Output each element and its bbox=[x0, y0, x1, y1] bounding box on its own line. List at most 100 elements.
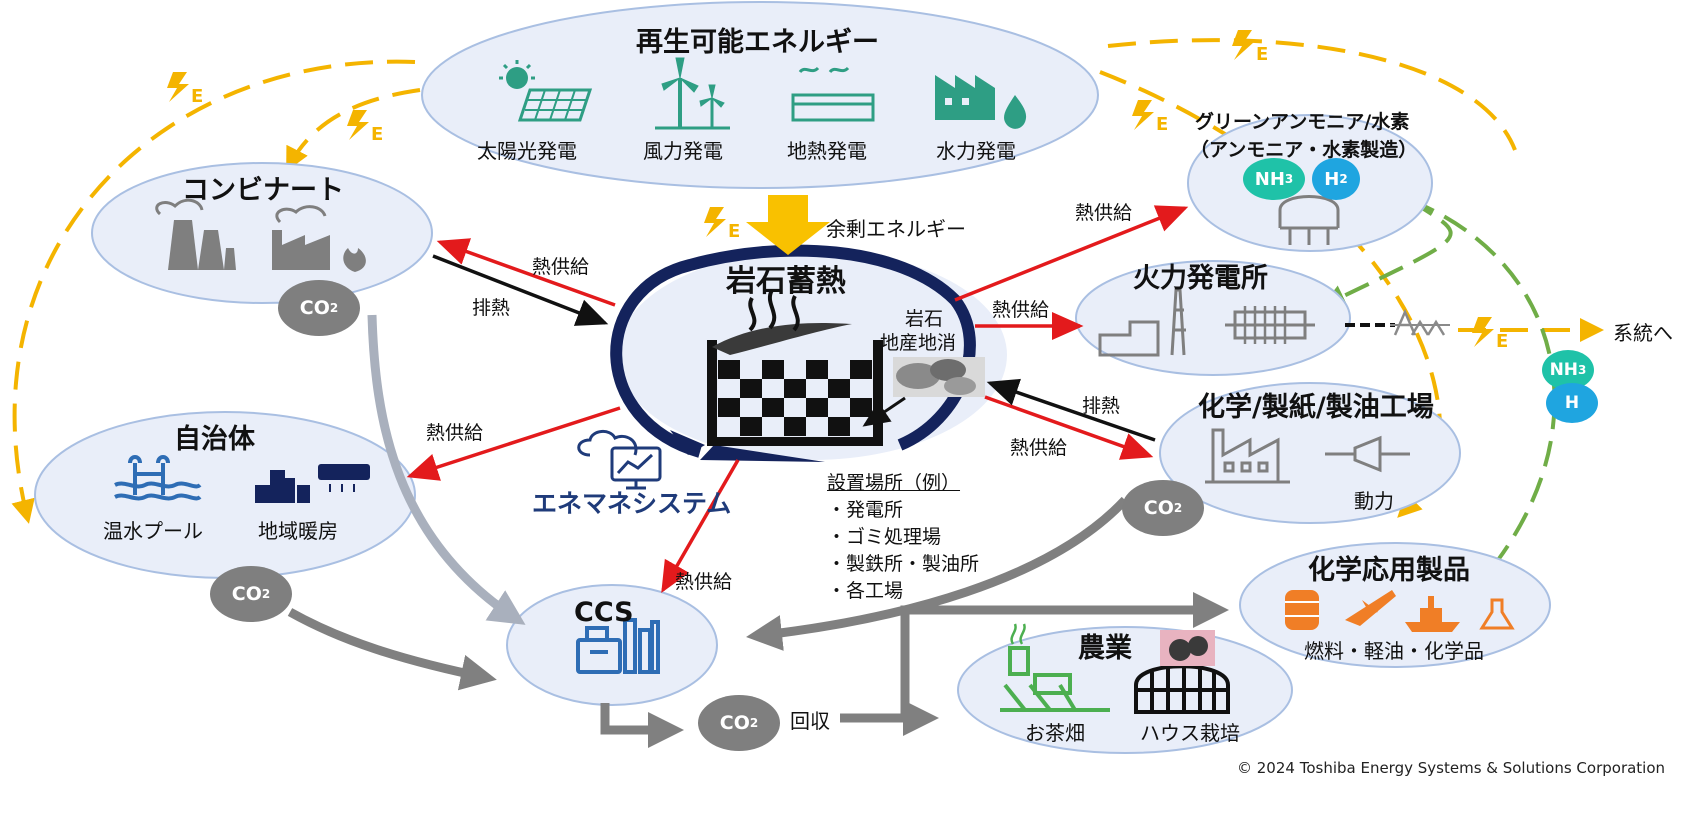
green-ellipse bbox=[1187, 114, 1433, 252]
svg-text:E: E bbox=[371, 124, 383, 145]
ems-icon bbox=[577, 430, 662, 490]
chemical-factory-icon bbox=[1205, 428, 1410, 484]
rock-cell bbox=[784, 379, 806, 398]
heat-supply-arrows bbox=[406, 205, 1189, 594]
pool-icon bbox=[114, 455, 202, 501]
renewable-ellipse bbox=[421, 1, 1099, 189]
thermal-title: 火力発電所 bbox=[1133, 263, 1268, 294]
energy-bolt-icon: E bbox=[700, 205, 744, 245]
sites-header: 設置場所（例） bbox=[827, 472, 961, 494]
chemical-ellipse bbox=[1159, 382, 1461, 524]
local-label: 地産地消 bbox=[880, 332, 957, 354]
copyright: © 2024 Toshiba Energy Systems & Solution… bbox=[1237, 759, 1666, 777]
wind-icon bbox=[655, 57, 730, 130]
rock-cell bbox=[740, 379, 762, 398]
energy-bolt-icon: E bbox=[1228, 28, 1272, 68]
solar-icon bbox=[499, 60, 593, 122]
energy-bolt-icon: E bbox=[1128, 98, 1172, 138]
applied-ellipse bbox=[1239, 542, 1551, 668]
recovery-label: 回収 bbox=[790, 709, 830, 733]
svg-text:E: E bbox=[191, 86, 203, 107]
heat-supply-label: 熱供給 bbox=[1075, 202, 1133, 224]
rock-cell bbox=[850, 360, 872, 379]
svg-text:E: E bbox=[728, 221, 740, 242]
co2-flows bbox=[287, 314, 1229, 748]
area-ellipses bbox=[34, 1, 1551, 754]
rock-cell bbox=[762, 360, 784, 379]
hydrogen-lines bbox=[1321, 198, 1557, 562]
heat-supply-label: 熱供給 bbox=[1010, 437, 1068, 459]
power-label: 動力 bbox=[1354, 489, 1394, 513]
ccs-title: CCS bbox=[574, 597, 634, 628]
gas-tank-icon bbox=[1278, 195, 1340, 245]
heat-supply-label: 熱供給 bbox=[992, 299, 1050, 321]
hydro-label: 水力発電 bbox=[936, 139, 1016, 163]
rock-cell bbox=[718, 360, 740, 379]
center-title: 岩石蓄熱 bbox=[726, 264, 846, 299]
rock-cell bbox=[806, 360, 828, 379]
surplus-arrow bbox=[746, 195, 830, 255]
exhaust-heat-label: 排熱 bbox=[472, 297, 511, 319]
pool-label: 温水プール bbox=[103, 519, 203, 543]
hydro-icon bbox=[935, 75, 1027, 129]
renewable-title: 再生可能エネルギー bbox=[636, 27, 879, 58]
rock-label: 岩石 bbox=[905, 308, 944, 330]
ccs-ellipse bbox=[506, 584, 718, 706]
surplus-label: 余剰エネルギー bbox=[826, 217, 966, 241]
rock-cell bbox=[784, 417, 806, 436]
applied-subtitle: 燃料・軽油・化学品 bbox=[1304, 639, 1484, 663]
district-heating-icon bbox=[255, 464, 370, 503]
factory-icon bbox=[155, 198, 366, 272]
geothermal-icon bbox=[791, 66, 875, 122]
center-storage bbox=[610, 244, 1007, 462]
energy-bolt-icon: E bbox=[343, 108, 387, 148]
svg-text:E: E bbox=[1156, 114, 1168, 135]
district-heating-label: 地域暖房 bbox=[258, 519, 338, 543]
side-h-badge: H bbox=[1546, 383, 1598, 423]
wind-label: 風力発電 bbox=[643, 139, 723, 163]
greenhouse-label: ハウス栽培 bbox=[1140, 721, 1240, 745]
grid-line bbox=[1345, 308, 1450, 336]
energy-bolt-icon: E bbox=[1468, 315, 1512, 355]
green-title: グリーンアンモニア/水素 bbox=[1195, 111, 1410, 133]
geothermal-label: 地熱発電 bbox=[787, 139, 867, 163]
products-icons bbox=[1285, 590, 1515, 632]
municipality-title: 自治体 bbox=[174, 424, 255, 455]
agri-icons bbox=[1000, 623, 1230, 714]
rock-cell bbox=[718, 398, 740, 417]
rock-cell bbox=[828, 379, 850, 398]
site-item: ・各工場 bbox=[827, 580, 904, 602]
svg-text:E: E bbox=[1496, 331, 1508, 352]
green-subtitle: （アンモニア・水素製造） bbox=[1190, 139, 1418, 161]
sites-list: 設置場所（例） ・発電所 ・ゴミ処理場 ・製鉄所・製油所 ・各工場 bbox=[827, 470, 979, 605]
rock-cell bbox=[806, 398, 828, 417]
site-item: ・製鉄所・製油所 bbox=[827, 553, 980, 575]
rock-cell bbox=[850, 398, 872, 417]
rock-cell bbox=[762, 398, 784, 417]
tea-field-label: お茶畑 bbox=[1025, 721, 1085, 745]
ems-title: エネマネシステム bbox=[532, 489, 732, 518]
ccs-plant-icon bbox=[576, 618, 660, 674]
power-plant-icon bbox=[1098, 288, 1315, 357]
applied-title: 化学応用製品 bbox=[1308, 555, 1470, 586]
solar-label: 太陽光発電 bbox=[477, 139, 577, 163]
site-item: ・ゴミ処理場 bbox=[827, 526, 942, 548]
heat-supply-label: 熱供給 bbox=[675, 571, 733, 593]
rock-cell bbox=[828, 417, 850, 436]
heat-supply-label: 熱供給 bbox=[532, 256, 590, 278]
rock-cell bbox=[740, 417, 762, 436]
kombinat-title: コンビナート bbox=[182, 175, 344, 206]
svg-text:E: E bbox=[1256, 44, 1268, 65]
agri-title: 農業 bbox=[1078, 633, 1132, 664]
exhaust-heat-label: 排熱 bbox=[1082, 395, 1121, 417]
site-item: ・発電所 bbox=[827, 499, 904, 521]
exhaust-arrows bbox=[432, 254, 1156, 442]
